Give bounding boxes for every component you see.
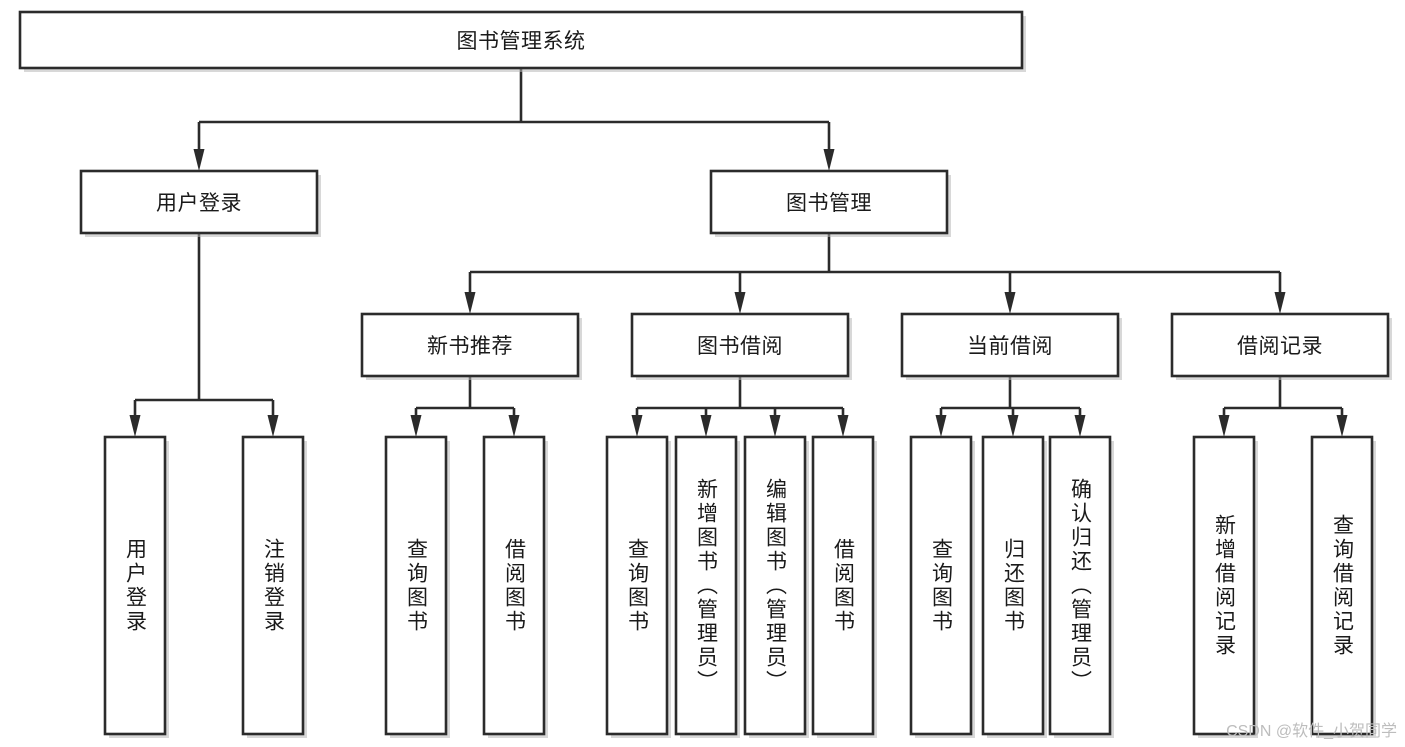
- arrow-head-icon: [823, 149, 835, 171]
- node-box-user-login[interactable]: [79, 169, 319, 235]
- node-box-query-borrow-record[interactable]: [1310, 435, 1374, 736]
- node-box-current-borrow[interactable]: [900, 312, 1120, 378]
- node-box-query-book-1[interactable]: [384, 435, 448, 736]
- arrow-head-icon: [1004, 292, 1016, 314]
- node-box-confirm-return-admin[interactable]: [1048, 435, 1112, 736]
- arrow-head-icon: [700, 415, 712, 437]
- node-box-user-logout[interactable]: [241, 435, 305, 736]
- node-box-book-borrow[interactable]: [630, 312, 850, 378]
- node-box-borrow-record[interactable]: [1170, 312, 1390, 378]
- arrow-head-icon: [508, 415, 520, 437]
- arrow-head-icon: [1274, 292, 1286, 314]
- node-box-edit-book-admin[interactable]: [743, 435, 807, 736]
- node-box-query-book-2[interactable]: [605, 435, 669, 736]
- node-box-root[interactable]: [18, 10, 1024, 70]
- arrow-head-icon: [464, 292, 476, 314]
- node-box-borrow-book-1[interactable]: [482, 435, 546, 736]
- node-box-borrow-book-2[interactable]: [811, 435, 875, 736]
- arrow-head-icon: [769, 415, 781, 437]
- node-box-add-book-admin[interactable]: [674, 435, 738, 736]
- arrow-head-icon: [193, 149, 205, 171]
- node-box-book-management[interactable]: [709, 169, 949, 235]
- arrow-head-icon: [631, 415, 643, 437]
- arrow-head-icon: [1007, 415, 1019, 437]
- node-box-query-book-3[interactable]: [909, 435, 973, 736]
- arrow-head-icon: [935, 415, 947, 437]
- box-layer: [18, 10, 1392, 738]
- connector-layer: [129, 68, 1348, 437]
- arrow-head-icon: [129, 415, 141, 437]
- arrow-head-icon: [1074, 415, 1086, 437]
- node-box-new-book-recommend[interactable]: [360, 312, 580, 378]
- arrow-head-icon: [1218, 415, 1230, 437]
- node-box-add-borrow-record[interactable]: [1192, 435, 1256, 736]
- node-box-user-login-do[interactable]: [103, 435, 167, 736]
- arrow-head-icon: [734, 292, 746, 314]
- arrow-head-icon: [267, 415, 279, 437]
- arrow-head-icon: [837, 415, 849, 437]
- node-box-return-book[interactable]: [981, 435, 1045, 736]
- arrow-head-icon: [1336, 415, 1348, 437]
- arrow-head-icon: [410, 415, 422, 437]
